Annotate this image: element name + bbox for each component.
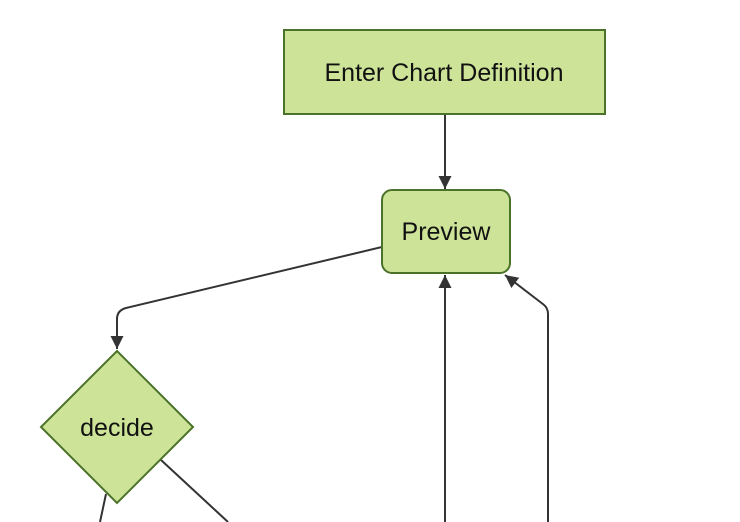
node-preview: Preview <box>381 189 511 274</box>
enter-chart-definition-box <box>283 29 606 115</box>
edge-layer <box>99 114 549 522</box>
edge-decide-to-offscreen-bottom-left <box>99 493 107 522</box>
preview-box <box>381 189 511 274</box>
edge-preview-to-decide <box>110 246 383 349</box>
node-enter-chart-definition: Enter Chart Definition <box>283 29 606 115</box>
decide-diamond <box>39 349 195 505</box>
edge-offscreen-bottomright-to-preview <box>504 274 549 522</box>
node-decide: decide <box>39 349 195 505</box>
edge-decide-to-offscreen-bottom-right <box>160 459 229 522</box>
enter-chart-definition-label: Enter Chart Definition <box>324 59 563 87</box>
decide-label: decide <box>80 414 154 442</box>
preview-label: Preview <box>402 218 492 246</box>
